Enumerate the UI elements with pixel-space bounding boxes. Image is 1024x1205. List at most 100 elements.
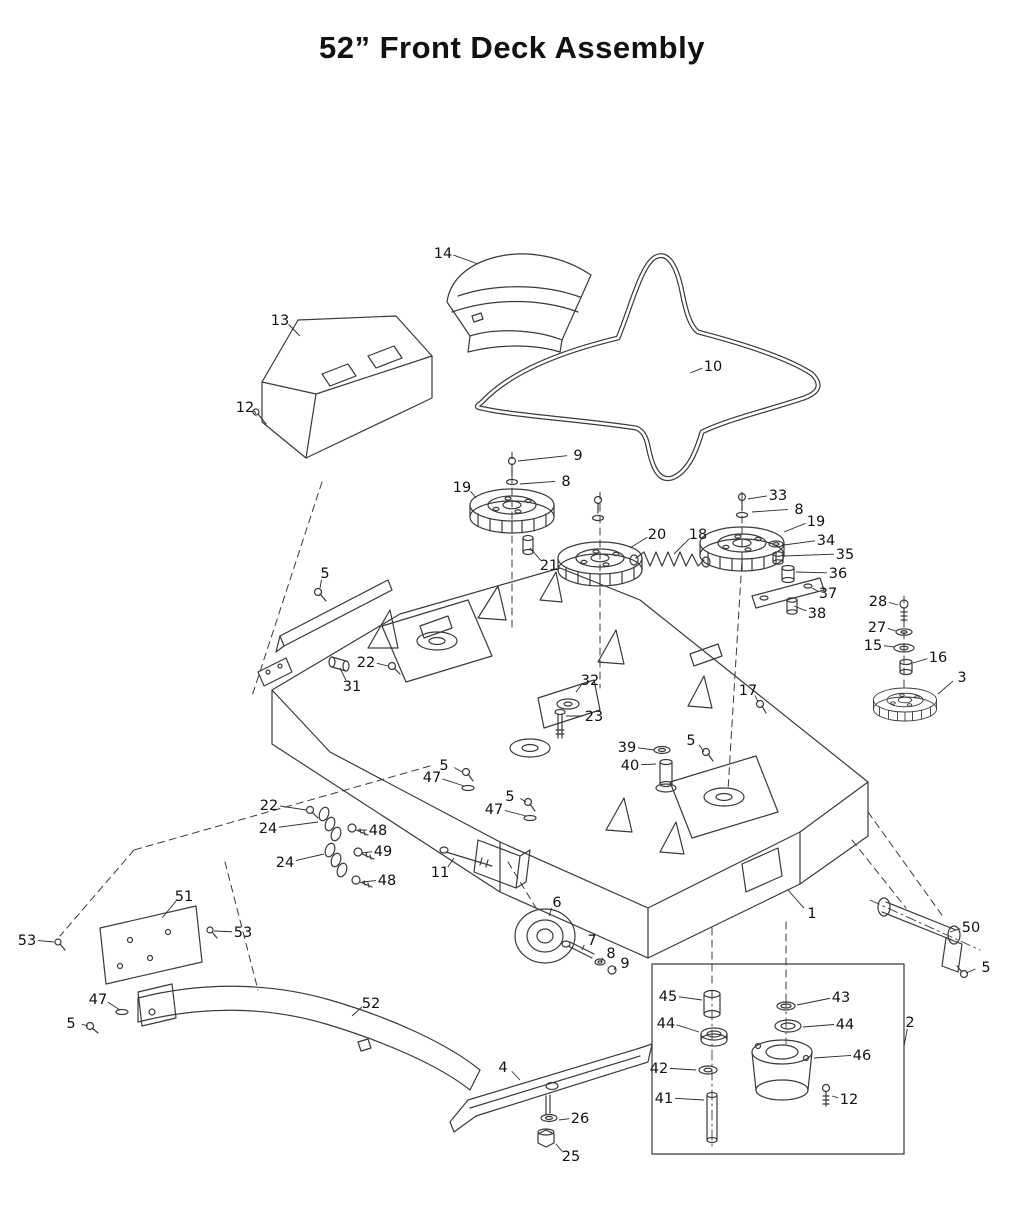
callout-leader-line (640, 763, 657, 766)
part-callout-3: 3 (957, 670, 966, 686)
callout-leader-line (674, 1097, 705, 1101)
callout-leader-line (678, 996, 703, 1001)
callout-leader-line (783, 553, 835, 557)
part-callout-48: 48 (369, 823, 387, 839)
part-callout-24: 24 (259, 821, 277, 837)
extension-spring (629, 551, 711, 568)
part-callout-5: 5 (320, 566, 329, 582)
part-callout-19: 19 (807, 514, 825, 530)
part-callout-8: 8 (606, 946, 615, 962)
part-callout-31: 31 (343, 679, 361, 695)
callout-leader-line (883, 645, 895, 648)
part-callout-47: 47 (89, 992, 107, 1008)
part-callout-13: 13 (271, 313, 289, 329)
idler-arm-assembly (751, 540, 825, 615)
callout-leader-line (831, 1095, 839, 1099)
callout-leader-line (751, 508, 789, 513)
part-callout-19: 19 (453, 480, 471, 496)
callout-leader-line (673, 538, 690, 555)
part-callout-25: 25 (562, 1149, 580, 1165)
callout-leader-line (278, 821, 319, 828)
part-callout-51: 51 (175, 889, 193, 905)
spacer-spindle (653, 745, 677, 793)
callout-leader-line (361, 880, 377, 883)
callout-leader-line (454, 767, 463, 773)
part-callout-53: 53 (18, 933, 36, 949)
callout-leader-line (279, 805, 307, 811)
callout-leader-line (81, 1023, 89, 1027)
callout-leader-line (361, 851, 373, 854)
callout-leader-line (529, 547, 542, 561)
part-callout-5: 5 (439, 758, 448, 774)
caster-wheel (514, 908, 617, 975)
part-callout-40: 40 (621, 758, 639, 774)
callout-leader-line (470, 491, 477, 499)
deck-shell (257, 567, 869, 959)
part-callout-53: 53 (234, 925, 252, 941)
callout-leader-line (676, 1024, 700, 1033)
part-callout-7: 7 (587, 933, 596, 949)
callout-leader-line (802, 1024, 835, 1028)
gauge-roller (877, 897, 963, 973)
callout-leader-line (888, 601, 899, 606)
drive-belt (474, 253, 821, 482)
callout-leader-line (520, 798, 527, 803)
callout-leader-line (637, 747, 655, 751)
callout-leader-line (787, 889, 805, 909)
callout-leader-line (887, 628, 897, 632)
part-callout-47: 47 (423, 770, 441, 786)
callout-leader-line (600, 957, 604, 963)
part-callout-43: 43 (832, 990, 850, 1006)
belt-cover-left (261, 315, 433, 459)
belt-guard-strip (137, 983, 481, 1091)
part-callout-42: 42 (650, 1061, 668, 1077)
callout-leader-line (351, 1006, 363, 1017)
mount-plate (99, 905, 203, 985)
part-callout-36: 36 (829, 566, 847, 582)
part-callout-27: 27 (868, 620, 886, 636)
callout-leader-line (447, 857, 455, 868)
part-callout-45: 45 (659, 989, 677, 1005)
pulley-hub-stack (893, 599, 915, 676)
part-callout-5: 5 (981, 960, 990, 976)
part-callout-15: 15 (864, 638, 882, 654)
part-callout-21: 21 (540, 558, 558, 574)
part-callout-22: 22 (260, 798, 278, 814)
part-callout-26: 26 (571, 1111, 589, 1127)
part-callout-46: 46 (853, 1048, 871, 1064)
misc-hardware (54, 408, 969, 1034)
part-callout-52: 52 (362, 996, 380, 1012)
part-callout-28: 28 (869, 594, 887, 610)
pulley-hardware (505, 456, 749, 556)
callout-leader-line (213, 930, 233, 933)
part-callout-44: 44 (657, 1016, 675, 1032)
part-callout-35: 35 (836, 547, 854, 563)
callout-leader-line (783, 522, 806, 533)
callout-leader-line (912, 658, 928, 664)
part-callout-33: 33 (769, 488, 787, 504)
callout-leader-line (813, 1054, 852, 1059)
part-callout-5: 5 (686, 733, 695, 749)
callout-leader-line (376, 662, 389, 667)
part-callout-22: 22 (357, 655, 375, 671)
idler-pulley-right (699, 526, 785, 572)
part-callout-8: 8 (561, 474, 570, 490)
part-callout-16: 16 (929, 650, 947, 666)
callout-leader-line (949, 928, 961, 933)
belt-cover-top (446, 253, 592, 353)
callout-leader-line (581, 944, 585, 951)
part-callout-5: 5 (66, 1016, 75, 1032)
callout-leader-line (754, 695, 759, 703)
callout-leader-line (548, 907, 552, 917)
callout-leader-line (453, 254, 479, 265)
part-callout-44: 44 (836, 1017, 854, 1033)
part-callout-9: 9 (620, 956, 629, 972)
page-title: 52” Front Deck Assembly (319, 30, 705, 65)
callout-leader-line (793, 605, 807, 612)
part-callout-39: 39 (618, 740, 636, 756)
part-callout-18: 18 (689, 527, 707, 543)
part-callout-12: 12 (236, 400, 254, 416)
callout-leader-line (937, 680, 954, 695)
callout-leader-line (796, 997, 831, 1006)
callout-leader-line (689, 367, 703, 374)
